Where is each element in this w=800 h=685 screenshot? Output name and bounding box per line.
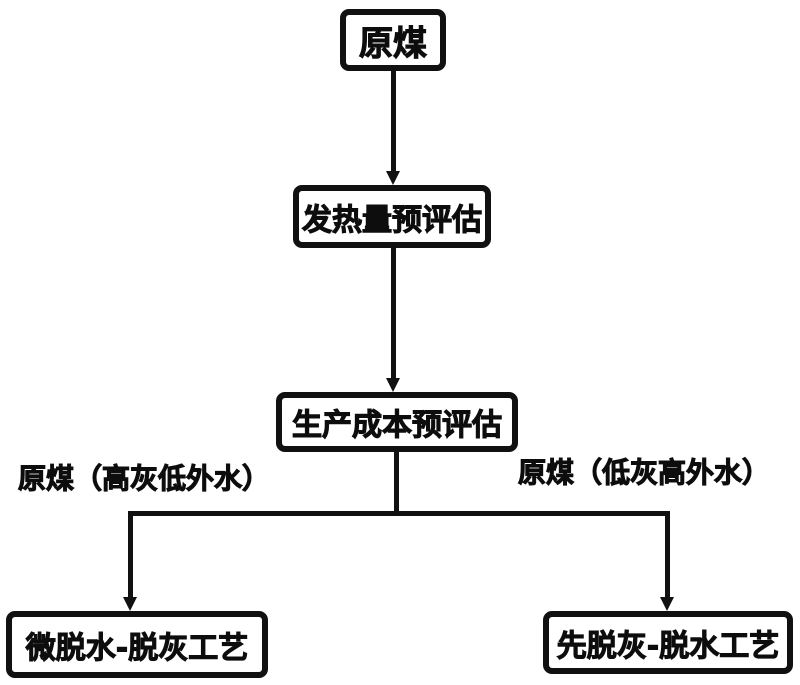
node-raw-coal: 原煤	[340, 9, 446, 71]
edge-rawcoal-to-calorific	[391, 69, 396, 175]
branch-label-low-ash-high-water: 原煤（低灰高外水）	[517, 456, 771, 490]
arrow-down-icon	[386, 171, 400, 185]
edge-calorific-to-cost	[391, 246, 396, 380]
arrow-down-icon	[386, 378, 400, 392]
arrow-down-icon	[123, 597, 137, 611]
arrow-down-icon	[660, 597, 674, 611]
branch-label-high-ash-low-water: 原煤（高灰低外水）	[17, 462, 271, 496]
edge-branch-horizontal	[128, 511, 670, 516]
node-deash-first-then-dewater-process: 先脱灰-脱水工艺	[543, 611, 793, 674]
node-micro-dewater-then-deash-process: 微脱水-脱灰工艺	[6, 611, 268, 678]
node-calorific-value-pre-assessment: 发热量预评估	[293, 185, 491, 248]
edge-branch-to-left-process	[128, 511, 133, 599]
node-production-cost-pre-assessment: 生产成本预评估	[276, 392, 518, 452]
edge-cost-to-branch	[394, 450, 399, 516]
edge-branch-to-right-process	[665, 511, 670, 599]
